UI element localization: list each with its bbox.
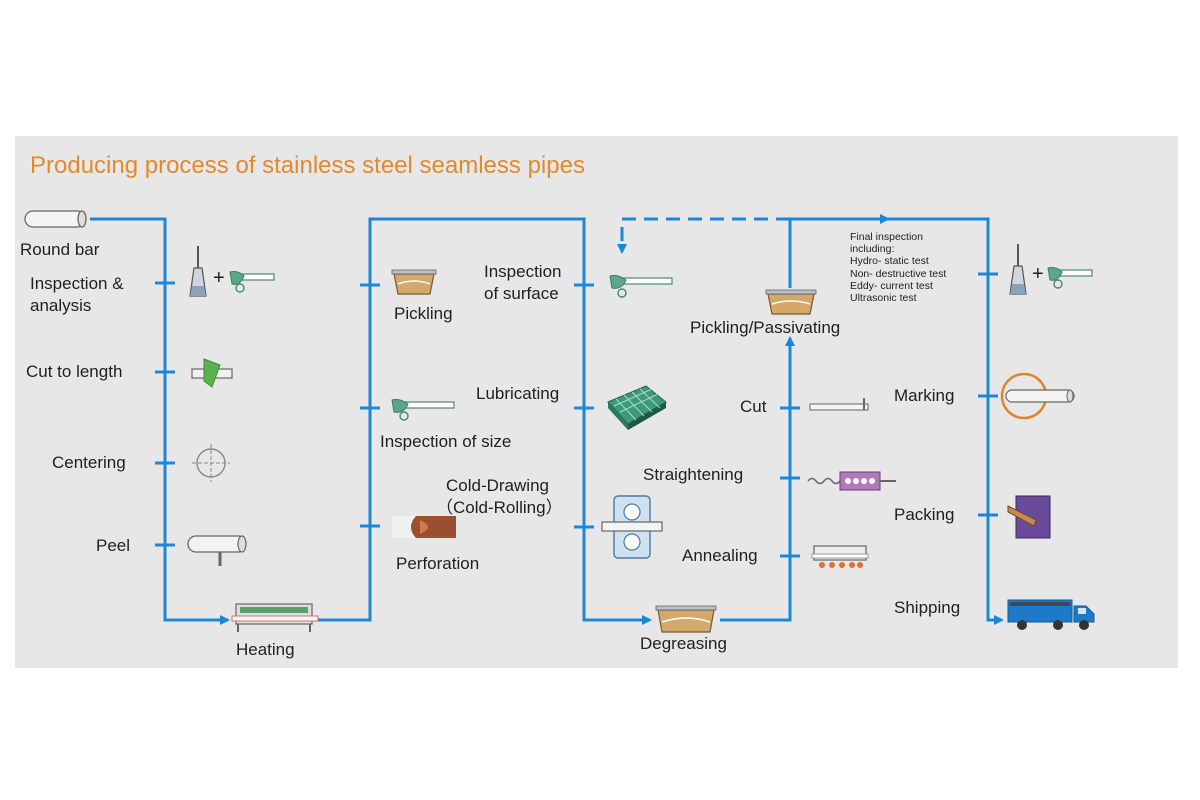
label-inspection-of-surface-1: Inspection [484,262,562,281]
saw-icon [191,358,233,388]
final-inspection-line: Final inspection [850,231,923,243]
label-cold-drawing-2: （Cold-Rolling） [436,498,563,517]
caliper-icon [1047,267,1093,289]
furnace-icon [231,603,319,632]
label-round-bar: Round bar [20,240,100,259]
label-perforation: Perforation [396,554,480,573]
label-lubricating: Lubricating [476,384,560,403]
tank-icon [655,605,717,633]
pipe-icon [24,210,87,228]
final-inspection-line: Hydro- static test [850,255,929,268]
label-packing: Packing [894,505,955,524]
flask-icon [1009,244,1027,295]
label-pickling: Pickling [394,304,453,323]
label-cut-to-length: Cut to length [26,362,123,381]
label-peel: Peel [96,536,131,555]
flask-icon [189,246,207,297]
flow-line-4 [720,336,795,622]
final-inspection-line: including: [850,243,895,256]
final-inspection-line: Non- destructive test [850,267,947,280]
ring-marker-icon [1000,372,1075,420]
label-heating: Heating [236,640,295,659]
label-inspection-analysis-2: analysis [30,296,92,315]
label-annealing: Annealing [682,546,758,565]
crosshair-icon [192,444,230,482]
plus-sign: + [213,267,225,289]
label-cold-drawing-1: Cold-Drawing [446,476,549,495]
caliper-icon [229,271,275,293]
label-inspection-of-surface-2: of surface [484,284,559,303]
caliper-icon [391,399,455,421]
label-inspection-of-size: Inspection of size [380,432,512,451]
tank-icon [765,289,817,315]
label-shipping: Shipping [894,598,961,617]
final-inspection-line: Eddy- current test [850,279,933,292]
final-inspection-line: Ultrasonic test [850,292,917,305]
label-pickling-passivating: Pickling/Passivating [690,318,841,337]
final-inspection-note: Final inspection including: Hydro- stati… [850,231,946,304]
annealing-furnace-icon [811,545,869,568]
truck-icon [1007,599,1095,630]
label-centering: Centering [52,453,126,472]
label-marking: Marking [894,386,955,405]
diagram-panel [15,136,1178,668]
plus-sign: + [1032,263,1044,285]
flow-line-1 [90,217,230,625]
roller-icon [187,535,247,566]
label-cut: Cut [740,397,767,416]
cut-pipe-icon [809,398,869,411]
caliper-icon [609,275,673,298]
tank-icon [391,269,437,295]
label-inspection-analysis-1: Inspection & [30,274,124,293]
flow-line-dashed [617,217,790,254]
straightener-icon [807,471,896,491]
diagram-title: Producing process of stainless steel sea… [30,152,585,179]
drawing-die-icon [601,495,663,559]
flow-line-6 [888,217,1004,625]
grid-die-icon [607,385,667,430]
label-degreasing: Degreasing [640,634,727,653]
box-icon [1007,495,1051,539]
piercing-icon [392,516,456,538]
flow-line-2 [318,217,652,625]
label-straightening: Straightening [643,465,744,484]
